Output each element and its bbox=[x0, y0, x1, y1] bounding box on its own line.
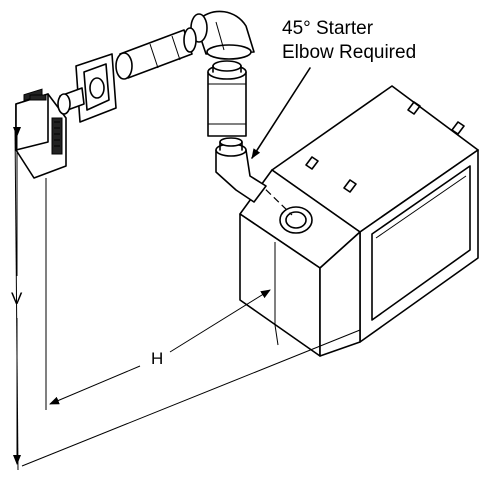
top-elbow bbox=[190, 10, 255, 60]
dimension-lines: H V bbox=[11, 127, 361, 471]
starter-elbow bbox=[215, 137, 267, 203]
wall-plate bbox=[75, 53, 117, 123]
dimension-v-label: V bbox=[11, 289, 23, 308]
horizontal-pipe-section bbox=[115, 27, 197, 80]
callout-arrow bbox=[251, 67, 311, 159]
vertical-pipe-section bbox=[207, 60, 247, 137]
mounting-clips bbox=[305, 101, 465, 193]
dimension-h-label: H bbox=[151, 349, 163, 368]
vent-pipe-assembly bbox=[15, 10, 293, 216]
callout-line-1: 45° Starter bbox=[282, 18, 374, 39]
callout-line-2: Elbow Required bbox=[282, 42, 416, 63]
appliance-cabinet bbox=[239, 85, 479, 357]
vent-termination bbox=[15, 88, 71, 179]
starter-elbow-callout: 45° Starter Elbow Required bbox=[251, 18, 416, 159]
